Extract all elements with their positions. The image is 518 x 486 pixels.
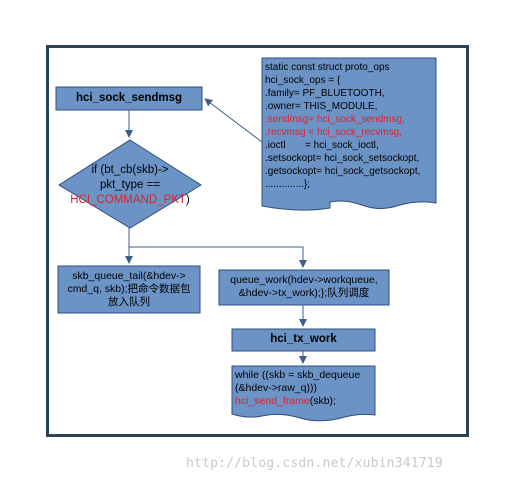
tx-work-label: hci_tx_work [270,333,337,345]
command-pkt-label: HCI_COMMAND_PKT [70,194,186,206]
queue-tail-line-3: 放入队列 [108,296,150,308]
watermark-url: http://blog.csdn.net/xubin341719 [186,456,443,471]
decision-line-2: pkt_type == [99,179,161,191]
queue-tail-text: skb_queue_tail(&hdev-> cmd_q, skb);把命令数据… [58,270,200,309]
tx-loop-text: while ((skb = skb_dequeue (&hdev->raw_q)… [235,369,375,408]
queue-work-text: queue_work(hdev->workqueue, &hdev->tx_wo… [219,274,389,300]
decision-text: if (bt_cb(skb)-> pkt_type == HCI_COMMAND… [66,163,194,208]
decision-line-3-suffix: ) [185,194,190,206]
queue-tail-box [57,265,201,314]
proto-ops-line: .ioctl = hci_sock_ioctl, [265,140,379,151]
proto-ops-text: static const struct proto_ops hci_sock_o… [265,61,437,191]
decision-line-3: HCI_COMMAND_PKT) [66,193,194,208]
queue-work-line-2: &hdev->tx_work);};队列调度 [238,287,370,299]
proto-ops-line: .getsockopt= hci_sock_getsockopt, [265,166,421,177]
queue-tail-line-2: cmd_q, skb);把命令数据包 [67,283,191,295]
proto-ops-line: hci_sock_ops = { [265,75,341,86]
tx-loop-line-2: (&hdev->raw_q))) [235,382,317,394]
proto-ops-sendmsg-line: .sendmsg= hci_sock_sendmsg, [265,114,405,125]
proto-ops-line: .setsockopt= hci_sock_setsockopt, [265,153,420,164]
decision-diamond [58,139,202,229]
queue-tail-line-1: skb_queue_tail(&hdev-> [72,270,186,282]
queue-work-box [218,269,390,306]
proto-ops-line: .owner= THIS_MODULE, [265,101,378,112]
proto-ops-document-shape [261,57,437,211]
decision-line-1: if (bt_cb(skb)-> [91,164,169,176]
tx-loop-line-3: hci_send_frame(skb); [235,395,375,408]
arrow-ops-to-sendmsg [204,98,263,143]
tx-loop-line-1: while ((skb = skb_dequeue [235,369,361,381]
proto-ops-line: .family= PF_BLUETOOTH, [265,88,385,99]
proto-ops-line: ..............}; [265,179,311,190]
arrow-branch-to-queue-work [129,246,307,268]
send-frame-label: hci_send_frame [235,395,310,407]
sendmsg-label: hci_sock_sendmsg [75,92,183,104]
proto-ops-recvmsg-line: .recvmsg = hci_sock_recvmsg, [265,127,402,138]
tx-loop-document-shape [231,365,376,422]
queue-work-line-1: queue_work(hdev->workqueue, [230,274,378,286]
tx-loop-line-3-rest: (skb); [309,395,336,407]
proto-ops-line: static const struct proto_ops [265,62,390,73]
